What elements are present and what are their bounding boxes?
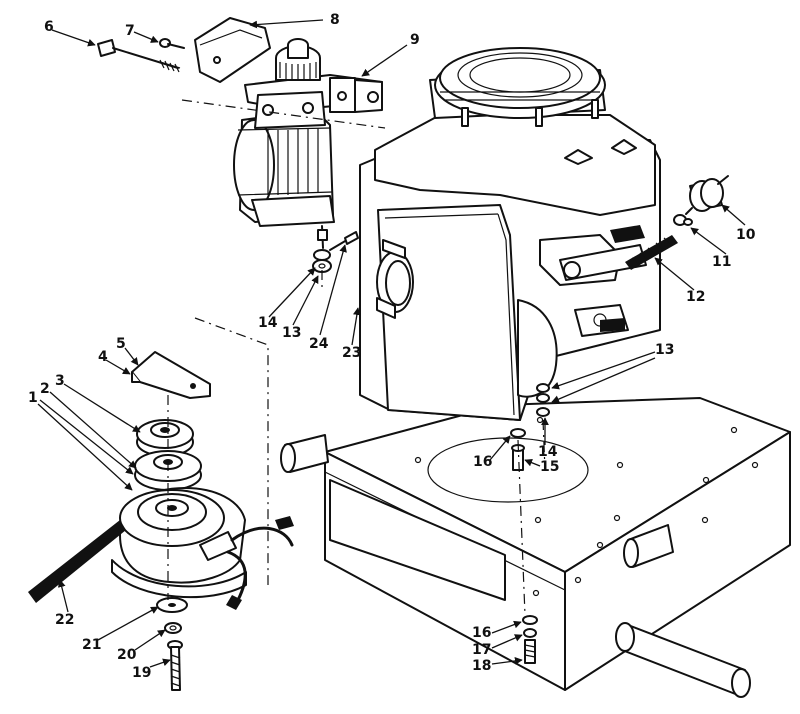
electric-clutch [111,487,294,610]
callout-7: 7 [125,23,135,39]
clutch-bolt [167,640,183,691]
starter-nut-washer [312,231,359,273]
callout-12: 12 [686,289,706,305]
callout-15: 15 [540,459,560,475]
callout-17: 17 [472,642,492,658]
callout-5: 5 [116,336,126,352]
callout-1: 1 [28,390,38,406]
mount-bolt-lower [522,615,538,664]
alignment-lines [167,99,546,616]
callout-2: 2 [40,381,50,397]
engine-nut-washer [536,383,550,417]
long-bolt [97,39,181,73]
bracket-plate [131,351,211,399]
callout-4: 4 [98,349,108,365]
pulley-lower [134,450,202,491]
hose-clamp [673,214,693,226]
callout-18: 18 [472,658,492,674]
fuel-line [625,235,678,270]
callout-24: 24 [309,336,329,352]
starter-motor [194,17,383,249]
callout-16-lower: 16 [472,625,492,641]
callout-20: 20 [117,647,137,663]
callout-11: 11 [712,254,732,270]
mount-bolt-upper [510,428,526,471]
callout-3: 3 [55,373,65,389]
fuel-filter [685,175,729,215]
callout-23: 23 [342,345,362,361]
screw [159,38,185,49]
callout-13-starter: 13 [282,325,302,341]
callout-22: 22 [55,612,75,628]
clutch-washer [156,597,188,613]
callout-6: 6 [44,19,54,35]
callout-14-engine: 14 [538,444,558,460]
callout-13-engine: 13 [655,342,675,358]
callout-21: 21 [82,637,102,653]
engine-deck [280,397,791,698]
engine [359,47,661,421]
callout-8: 8 [330,12,340,28]
callout-16-upper: 16 [473,454,493,470]
callout-14-starter: 14 [258,315,278,331]
lock-washer [164,622,182,634]
callout-10: 10 [736,227,756,243]
drive-belt [28,520,126,603]
leader-lines [37,19,746,668]
callout-9: 9 [410,32,420,48]
callout-19: 19 [132,665,152,681]
